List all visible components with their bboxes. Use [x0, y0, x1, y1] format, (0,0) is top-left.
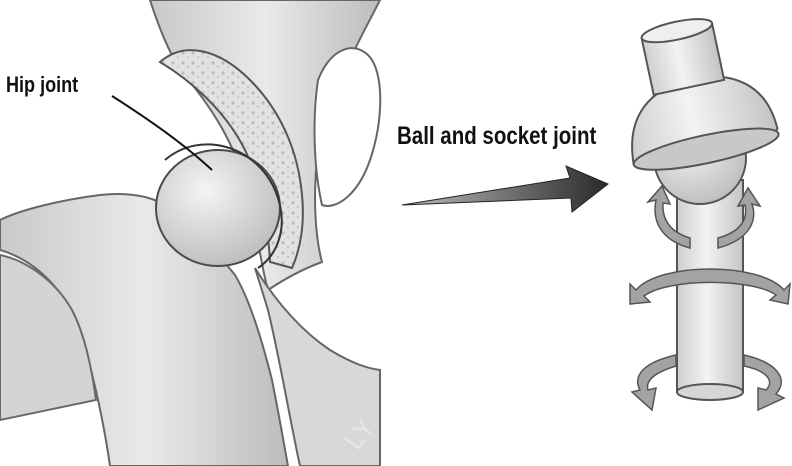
lower-pelvis: [254, 267, 381, 466]
hip-joint-label: Hip joint: [6, 72, 79, 97]
ball-socket-model: [629, 18, 791, 412]
hip-joint-leader-line: [111, 95, 213, 171]
model-socket: [631, 18, 780, 171]
rotation-arrow-right: [743, 354, 786, 412]
pointer-arrow: [401, 165, 609, 213]
cartilage-line: [164, 143, 283, 269]
abduction-arrow: [629, 268, 791, 305]
flexion-arrow-right: [717, 186, 762, 249]
flexion-arrow-left: [645, 184, 691, 249]
hip-anatomy-illustration: [0, 0, 382, 466]
model-shaft-bottom: [676, 383, 744, 401]
rotation-arrow-left: [630, 354, 677, 412]
ball-and-socket-label: Ball and socket joint: [397, 122, 597, 150]
greater-trochanter: [0, 253, 98, 422]
femoral-head: [155, 149, 281, 267]
obturator-opening: [313, 47, 382, 207]
model-shaft: [676, 179, 744, 393]
